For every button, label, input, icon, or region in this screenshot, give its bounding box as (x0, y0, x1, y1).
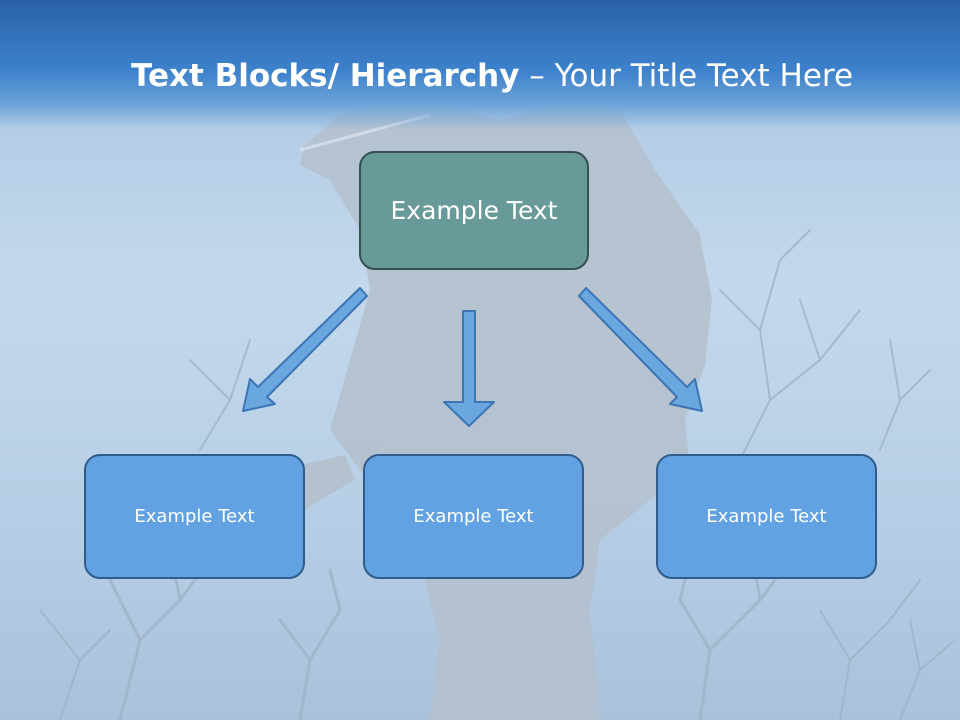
child-node-label: Example Text (134, 506, 255, 527)
tree-branches-silhouette (39, 229, 956, 720)
slide-title-dash: – (519, 58, 555, 94)
arrow-to-right-child (578, 287, 703, 412)
child-node-box-left[interactable]: Example Text (84, 454, 305, 579)
child-node-box-middle[interactable]: Example Text (363, 454, 584, 579)
child-node-label: Example Text (413, 506, 534, 527)
child-node-box-right[interactable]: Example Text (656, 454, 877, 579)
top-node-box[interactable]: Example Text (359, 151, 589, 270)
slide-title-bold: Text Blocks/ Hierarchy (130, 58, 520, 94)
title-header-band (0, 0, 960, 130)
child-node-label: Example Text (706, 506, 827, 527)
slide-title-regular: Your Title Text Here (554, 58, 854, 94)
arrow-to-middle-child (443, 310, 495, 427)
arrow-to-left-child (242, 287, 368, 412)
slide-title: Text Blocks/ Hierarchy – Your Title Text… (0, 50, 960, 102)
top-node-label: Example Text (390, 196, 558, 225)
